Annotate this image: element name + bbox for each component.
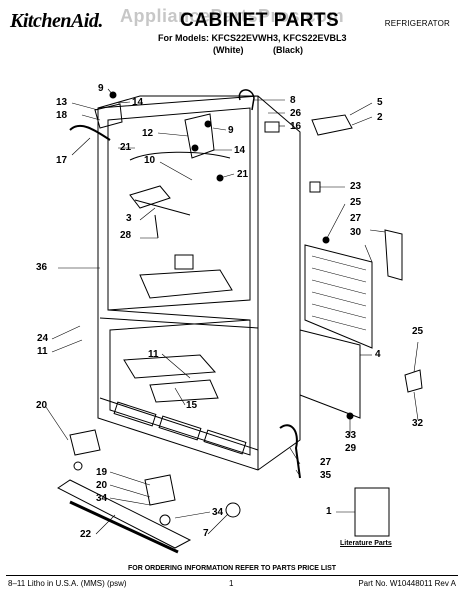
lower-hinge-right xyxy=(144,474,176,506)
hinge-cable xyxy=(69,124,111,141)
top-hinge-left xyxy=(94,103,123,129)
callout-28: 28 xyxy=(120,230,132,241)
condenser-grille xyxy=(304,244,373,349)
callout-11-center: 11 xyxy=(148,349,159,360)
brand-logo: KitchenAid. xyxy=(10,10,103,32)
callout-20-top: 20 xyxy=(36,400,48,411)
callout-29: 29 xyxy=(345,443,357,454)
callout-16: 16 xyxy=(290,121,302,132)
callout-24: 24 xyxy=(37,333,49,344)
mullion xyxy=(99,317,259,329)
page-title: CABINET PARTS xyxy=(180,10,340,31)
callout-23: 23 xyxy=(350,181,362,192)
product-category: REFRIGERATOR xyxy=(384,19,450,28)
callout-27-bottom: 27 xyxy=(320,457,332,468)
callout-27-top: 27 xyxy=(350,213,362,224)
callout-25-top: 25 xyxy=(350,197,362,208)
inner-shelf xyxy=(139,269,233,299)
callout-21-right: 21 xyxy=(237,169,249,180)
callout-14-top: 14 xyxy=(132,97,144,108)
callout-18: 18 xyxy=(56,110,68,121)
callout-17: 17 xyxy=(56,155,68,166)
variant-black: (Black) xyxy=(273,45,304,55)
callout-25-right: 25 xyxy=(412,326,424,337)
callout-10: 10 xyxy=(144,155,156,166)
callout-3: 3 xyxy=(126,213,132,224)
bracket-27 xyxy=(384,229,403,281)
fresh-food-liner xyxy=(107,107,251,311)
callout-9-top: 9 xyxy=(98,83,104,94)
back-panel-4 xyxy=(299,329,361,419)
footer-divider xyxy=(6,575,458,576)
callout-11-left: 11 xyxy=(37,346,48,357)
footer-litho: 8–11 Litho in U.S.A. (MMS) (psw) xyxy=(8,579,127,588)
lower-hinge-left xyxy=(69,429,101,456)
callout-22: 22 xyxy=(80,529,92,540)
part-23 xyxy=(309,181,321,193)
footer-page-number: 1 xyxy=(229,579,234,588)
callout-34-right: 34 xyxy=(212,507,224,518)
callout-20-bottom: 20 xyxy=(96,480,108,491)
water-valve xyxy=(238,89,255,111)
callout-1: 1 xyxy=(326,506,332,517)
callout-21-left: 21 xyxy=(120,142,132,153)
bracket-32 xyxy=(404,369,423,393)
freezer-liner xyxy=(109,319,251,456)
callout-12: 12 xyxy=(142,128,154,139)
callout-34-left: 34 xyxy=(96,493,108,504)
callout-19: 19 xyxy=(96,467,108,478)
page-header: KitchenAid. AppliancePartsPros.com CABIN… xyxy=(0,0,464,70)
callout-9-center: 9 xyxy=(228,125,234,136)
watermark: AppliancePartsPros.com xyxy=(120,6,345,26)
callout-33: 33 xyxy=(345,430,357,441)
callout-35: 35 xyxy=(320,470,332,481)
callout-13: 13 xyxy=(56,97,68,108)
callout-2: 2 xyxy=(377,112,383,123)
ordering-note: FOR ORDERING INFORMATION REFER TO PARTS … xyxy=(127,565,337,572)
toe-grille-22 xyxy=(57,479,192,549)
callout-4: 4 xyxy=(375,349,381,360)
variant-white: (White) xyxy=(213,45,244,55)
callout-32: 32 xyxy=(412,418,424,429)
cap-7 xyxy=(225,502,241,518)
callout-8: 8 xyxy=(290,95,296,106)
cabinet-top xyxy=(97,95,258,109)
vent-grille xyxy=(174,254,194,270)
callout-7: 7 xyxy=(203,528,209,539)
models-line: For Models: KFCS22EVWH3, KFCS22EVBL3 xyxy=(158,33,347,43)
wrench-35 xyxy=(279,424,301,479)
callout-15: 15 xyxy=(186,400,198,411)
callout-26: 26 xyxy=(290,108,302,119)
literature-booklet xyxy=(354,487,390,537)
callout-5: 5 xyxy=(377,97,383,108)
clip-16 xyxy=(264,121,280,133)
footer-part-number: Part No. W10448011 Rev A xyxy=(358,579,456,588)
literature-parts-label: Literature Parts xyxy=(340,540,392,547)
tube-5 xyxy=(311,114,353,136)
callout-36: 36 xyxy=(36,262,48,273)
callout-14-center: 14 xyxy=(234,145,246,156)
control-housing xyxy=(129,185,171,209)
callout-30: 30 xyxy=(350,227,362,238)
